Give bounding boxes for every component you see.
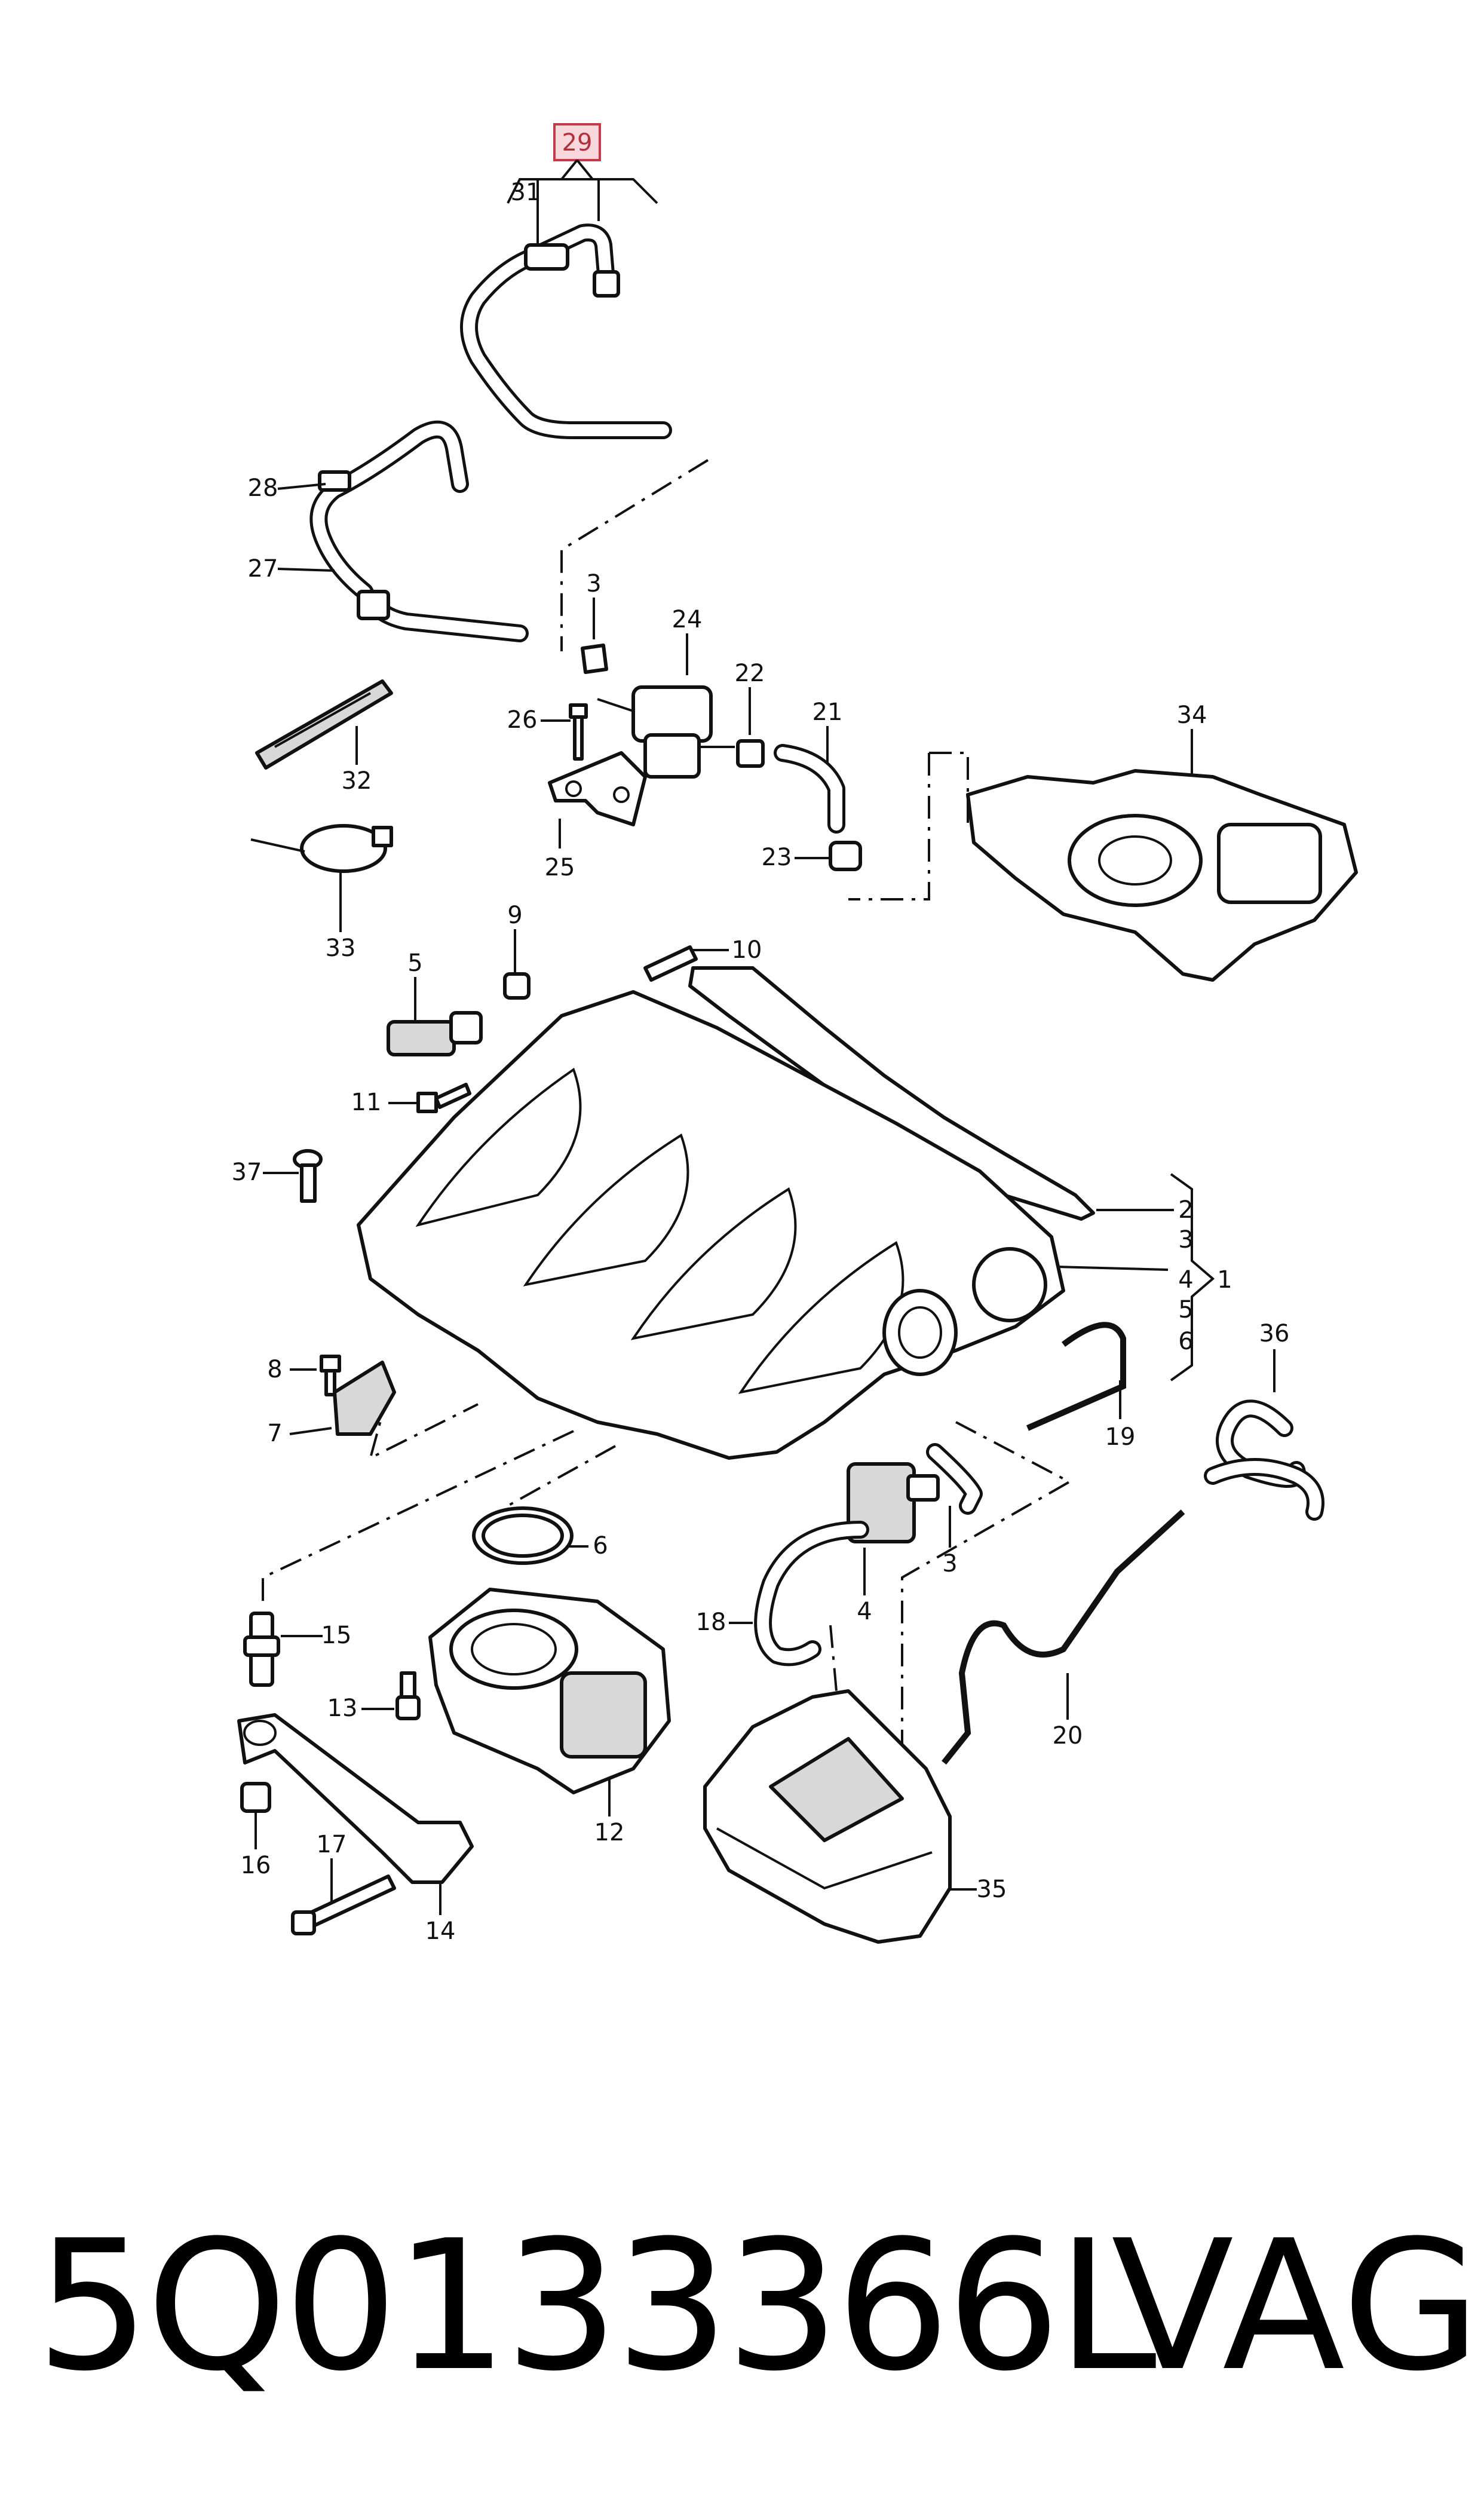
callout-17: 17	[317, 1831, 347, 1858]
part-hose-21	[774, 744, 845, 834]
callout-20: 20	[1053, 1722, 1083, 1750]
callout-27: 27	[248, 555, 278, 583]
part-stud-15	[243, 1612, 280, 1687]
part-strip-31	[255, 679, 393, 770]
part-clip-37	[581, 644, 608, 674]
callout-5: 5	[407, 949, 422, 977]
part-line-19	[1026, 1322, 1126, 1431]
brand-label: VAG	[1111, 2202, 1481, 2410]
callout-13: 13	[327, 1695, 358, 1722]
callout-23: 23	[762, 844, 792, 871]
callout-7: 7	[267, 1420, 282, 1447]
part-solenoid-valve-24	[597, 685, 735, 779]
part-bracket-25	[548, 751, 647, 826]
callout-labels: 31 28 27 3 24 22 21 26 23 25 34 32 33 9 …	[232, 179, 1290, 1945]
callout-29-highlight: 29	[507, 123, 658, 245]
part-screw-8	[320, 1355, 341, 1396]
callout-6: 6	[593, 1532, 608, 1560]
callout-32: 33	[326, 935, 356, 962]
part-sensor-5	[387, 1011, 483, 1056]
callout-35: 36	[1259, 1320, 1290, 1347]
part-intake-manifold-1	[357, 990, 1065, 1460]
part-sensor-36	[293, 1149, 323, 1203]
callout-11: 11	[351, 1089, 382, 1116]
callout-14: 14	[425, 1917, 456, 1945]
callout-31: 32	[342, 767, 372, 795]
callout-21: 21	[812, 699, 843, 726]
callout-4: 4	[1178, 1266, 1193, 1294]
callout-15: 15	[321, 1622, 352, 1649]
callout-30: 31	[511, 179, 541, 206]
callout-29: 29	[562, 129, 593, 157]
callout-19: 19	[1105, 1423, 1136, 1451]
callout-12: 12	[594, 1819, 625, 1846]
breather-hose-lower	[309, 420, 529, 642]
callout-3c: 3	[942, 1550, 957, 1577]
callout-16: 16	[241, 1852, 271, 1879]
part-gasket-2	[688, 966, 1095, 1221]
part-air-box-34	[703, 1689, 952, 1944]
part-clamp-23	[829, 841, 862, 871]
part-bolt-11	[416, 1083, 471, 1113]
callout-34: 35	[977, 1876, 1007, 1903]
callout-8: 8	[267, 1356, 282, 1383]
part-throttle-body-12	[428, 1588, 671, 1794]
callout-24: 24	[672, 606, 703, 633]
part-bolt-17	[291, 1874, 396, 1935]
part-nut-22	[736, 739, 765, 768]
callout-36: 37	[232, 1159, 262, 1186]
part-nut-9	[503, 972, 531, 1000]
callout-25: 25	[545, 854, 575, 881]
callout-22: 22	[735, 660, 765, 687]
part-number-label: 5Q0133366L	[36, 2202, 1157, 2410]
callout-1: 1	[1217, 1266, 1232, 1294]
part-oring-6	[472, 1506, 574, 1565]
part-bolt-13	[395, 1671, 421, 1720]
part-cover-33	[966, 769, 1358, 982]
callout-4c: 4	[857, 1598, 872, 1625]
part-hose-35	[1204, 1399, 1324, 1521]
part-nut-16	[240, 1782, 271, 1813]
callout-10: 10	[732, 936, 762, 964]
callout-9: 9	[507, 902, 522, 929]
part-hose-18	[754, 1521, 869, 1667]
callout-18: 18	[696, 1609, 726, 1636]
part-sensor-7	[333, 1361, 396, 1436]
part-bracket-14	[237, 1713, 474, 1884]
callout-26: 26	[507, 706, 538, 734]
part-hose-3	[926, 1443, 983, 1515]
part-stud-10	[643, 945, 698, 982]
callout-28: 28	[248, 474, 278, 502]
breather-hose-upper	[460, 223, 672, 439]
part-clamp-32	[250, 824, 393, 873]
part-line-20	[942, 1509, 1185, 1765]
part-bolt-26	[569, 703, 588, 761]
callout-33: 34	[1177, 702, 1207, 729]
callout-37: 3	[586, 570, 601, 598]
